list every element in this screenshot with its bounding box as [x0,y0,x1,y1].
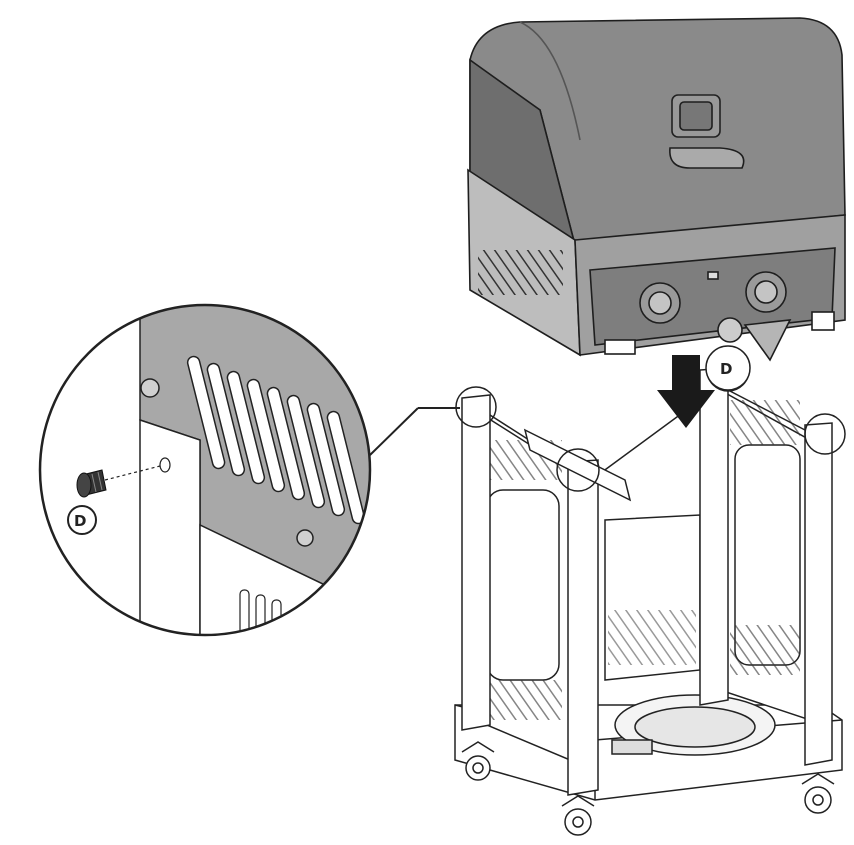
bracket-callout: D [705,345,751,391]
magnifier-detail-circle [38,303,460,637]
screw-icon [76,469,107,498]
bracket-label: D [720,360,732,378]
screw-label: D [74,512,86,530]
cart [454,367,843,801]
screw-callout: D [67,505,97,535]
down-arrow-icon [657,355,715,428]
grill-head [467,17,846,362]
caster-wheels [461,741,835,836]
